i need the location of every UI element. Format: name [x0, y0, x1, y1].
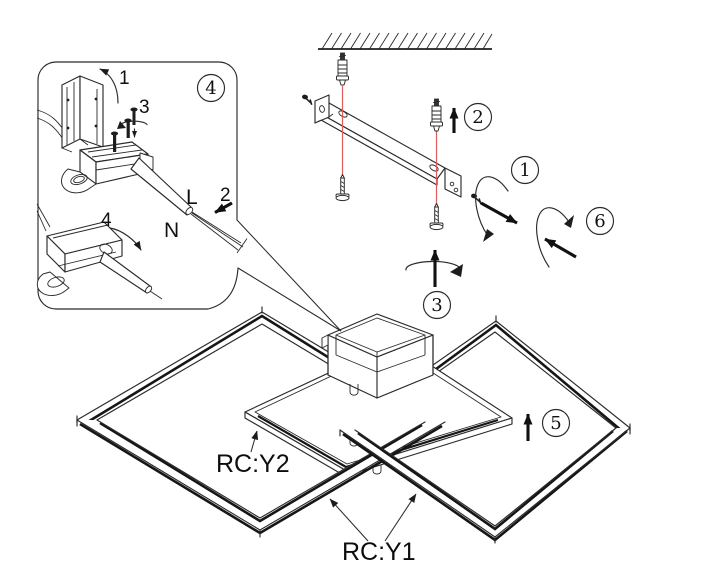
detail-step3-label: 3 — [139, 97, 150, 118]
step-circle-1 — [510, 155, 540, 185]
screw-icon — [300, 93, 315, 106]
connector-cover — [36, 203, 163, 300]
adjust-screw-step3 — [117, 107, 148, 138]
detail-step1-label: 1 — [119, 68, 130, 89]
rc-y1-arrow-right — [384, 493, 417, 542]
mounting-screw-right — [429, 203, 444, 231]
terminal-block — [61, 118, 154, 194]
wall-anchor-right — [430, 98, 443, 132]
mounting-bracket — [314, 94, 462, 198]
rotation-loop-step6 — [536, 207, 577, 268]
wire-strands — [190, 211, 248, 254]
step-5-label: 5 — [550, 413, 561, 434]
canopy-box — [321, 313, 434, 399]
callout-leader-top — [236, 219, 342, 332]
rotate-arrow-1 — [99, 68, 119, 104]
detail-callout: 4 1 3 — [36, 61, 342, 332]
mounting-bracket-assembly: 2 1 6 3 — [300, 52, 615, 320]
rc-y1-label: RC:Y1 — [342, 538, 416, 566]
wire-live-label: L — [186, 186, 198, 209]
step-2-label: 2 — [472, 107, 483, 128]
bracket-flange — [61, 168, 97, 194]
wall-bracket — [61, 75, 104, 153]
ceiling — [318, 32, 493, 50]
step-6-label: 6 — [594, 211, 605, 232]
step-circle-2 — [463, 102, 493, 132]
callout-leader-bottom — [237, 267, 342, 332]
step-circle-5 — [541, 408, 571, 438]
cable-sleeve — [130, 157, 194, 216]
wall-anchor-left — [336, 52, 349, 86]
step-circle-6 — [585, 206, 615, 236]
light-fixture: 5 RC:Y2 RC:Y1 — [76, 306, 631, 566]
mounting-screw-left — [335, 174, 350, 202]
rotate-arrow-4 — [109, 227, 142, 251]
callout-border — [37, 61, 239, 310]
rc-y2-label: RC:Y2 — [216, 450, 290, 478]
rotation-loop-step1 — [475, 176, 518, 242]
cover-flange — [36, 271, 70, 296]
rotation-ring-step3 — [405, 249, 463, 287]
wire-neutral-label: N — [164, 219, 179, 242]
step-circle-4 — [196, 73, 226, 103]
insert-arrow-step2 — [214, 201, 233, 214]
step-4-label: 4 — [205, 78, 216, 99]
detail-step2-label: 2 — [220, 185, 231, 206]
rc-y1-arrow-left — [329, 498, 369, 542]
rc-y2-arrow — [250, 430, 259, 453]
ceiling-hatching — [321, 32, 493, 50]
detail-step4-label: 4 — [101, 210, 112, 231]
right-ring-frame-front — [339, 427, 631, 544]
step-3-label: 3 — [431, 295, 442, 316]
step-circle-3 — [422, 290, 452, 320]
step-1-label: 1 — [519, 160, 530, 181]
